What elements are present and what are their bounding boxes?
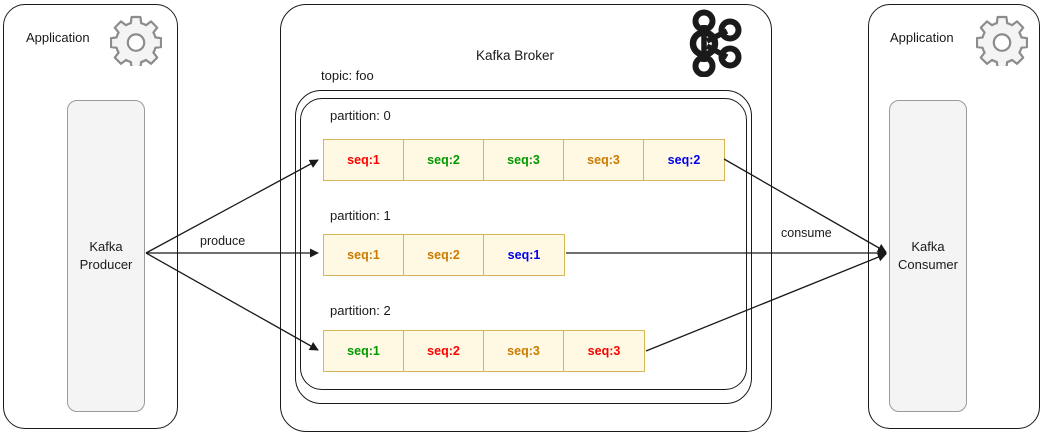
partition-1-cell-1[interactable]: seq:2 — [404, 235, 484, 275]
partition-0-cell-0[interactable]: seq:1 — [324, 140, 404, 180]
seq-text: seq:2 — [427, 153, 460, 167]
kafka-producer-pill[interactable]: Kafka Producer — [67, 100, 145, 412]
partition-1-cell-2[interactable]: seq:1 — [484, 235, 564, 275]
seq-text: seq:1 — [347, 344, 380, 358]
kafka-consumer-label: Kafka Consumer — [898, 239, 958, 272]
seq-text: seq:3 — [507, 153, 540, 167]
seq-text: seq:3 — [507, 344, 540, 358]
seq-text: seq:2 — [667, 153, 701, 167]
topic-label: topic: foo — [321, 68, 374, 83]
partition-2-cell-3[interactable]: seq:3 — [564, 331, 644, 371]
partition-1-cell-0[interactable]: seq:1 — [324, 235, 404, 275]
partition-2-cells[interactable]: seq:1 seq:2 seq:3 seq:3 — [323, 330, 645, 372]
gear-icon — [976, 14, 1028, 66]
partition-1-label: partition: 1 — [330, 208, 391, 223]
consume-edge-label: consume — [778, 226, 835, 240]
produce-edge-label: produce — [197, 234, 249, 248]
gear-icon — [110, 14, 162, 66]
partition-0-cell-1[interactable]: seq:2 — [404, 140, 484, 180]
seq-text: seq:3 — [587, 153, 620, 167]
partition-0-cell-4[interactable]: seq:2 — [644, 140, 724, 180]
seq-text: seq:1 — [507, 248, 541, 262]
kafka-broker-label: Kafka Broker — [476, 48, 555, 63]
seq-text: seq:2 — [427, 248, 460, 262]
seq-text: seq:1 — [347, 153, 380, 167]
kafka-logo-icon — [685, 9, 743, 77]
partition-2-label: partition: 2 — [330, 303, 391, 318]
seq-text: seq:2 — [427, 344, 460, 358]
kafka-producer-label: Kafka Producer — [79, 239, 133, 272]
partition-0-cell-2[interactable]: seq:3 — [484, 140, 564, 180]
kafka-consumer-pill[interactable]: Kafka Consumer — [889, 100, 967, 412]
partition-0-cell-3[interactable]: seq:3 — [564, 140, 644, 180]
partition-2-cell-2[interactable]: seq:3 — [484, 331, 564, 371]
right-application-label: Application — [890, 30, 954, 45]
partition-1-cells[interactable]: seq:1 seq:2 seq:1 — [323, 234, 565, 276]
seq-text: seq:1 — [347, 248, 380, 262]
left-application-label: Application — [26, 30, 90, 45]
partition-2-cell-1[interactable]: seq:2 — [404, 331, 484, 371]
seq-text: seq:3 — [587, 344, 621, 358]
partition-0-label: partition: 0 — [330, 108, 391, 123]
partition-0-cells[interactable]: seq:1 seq:2 seq:3 seq:3 seq:2 — [323, 139, 725, 181]
partition-2-cell-0[interactable]: seq:1 — [324, 331, 404, 371]
